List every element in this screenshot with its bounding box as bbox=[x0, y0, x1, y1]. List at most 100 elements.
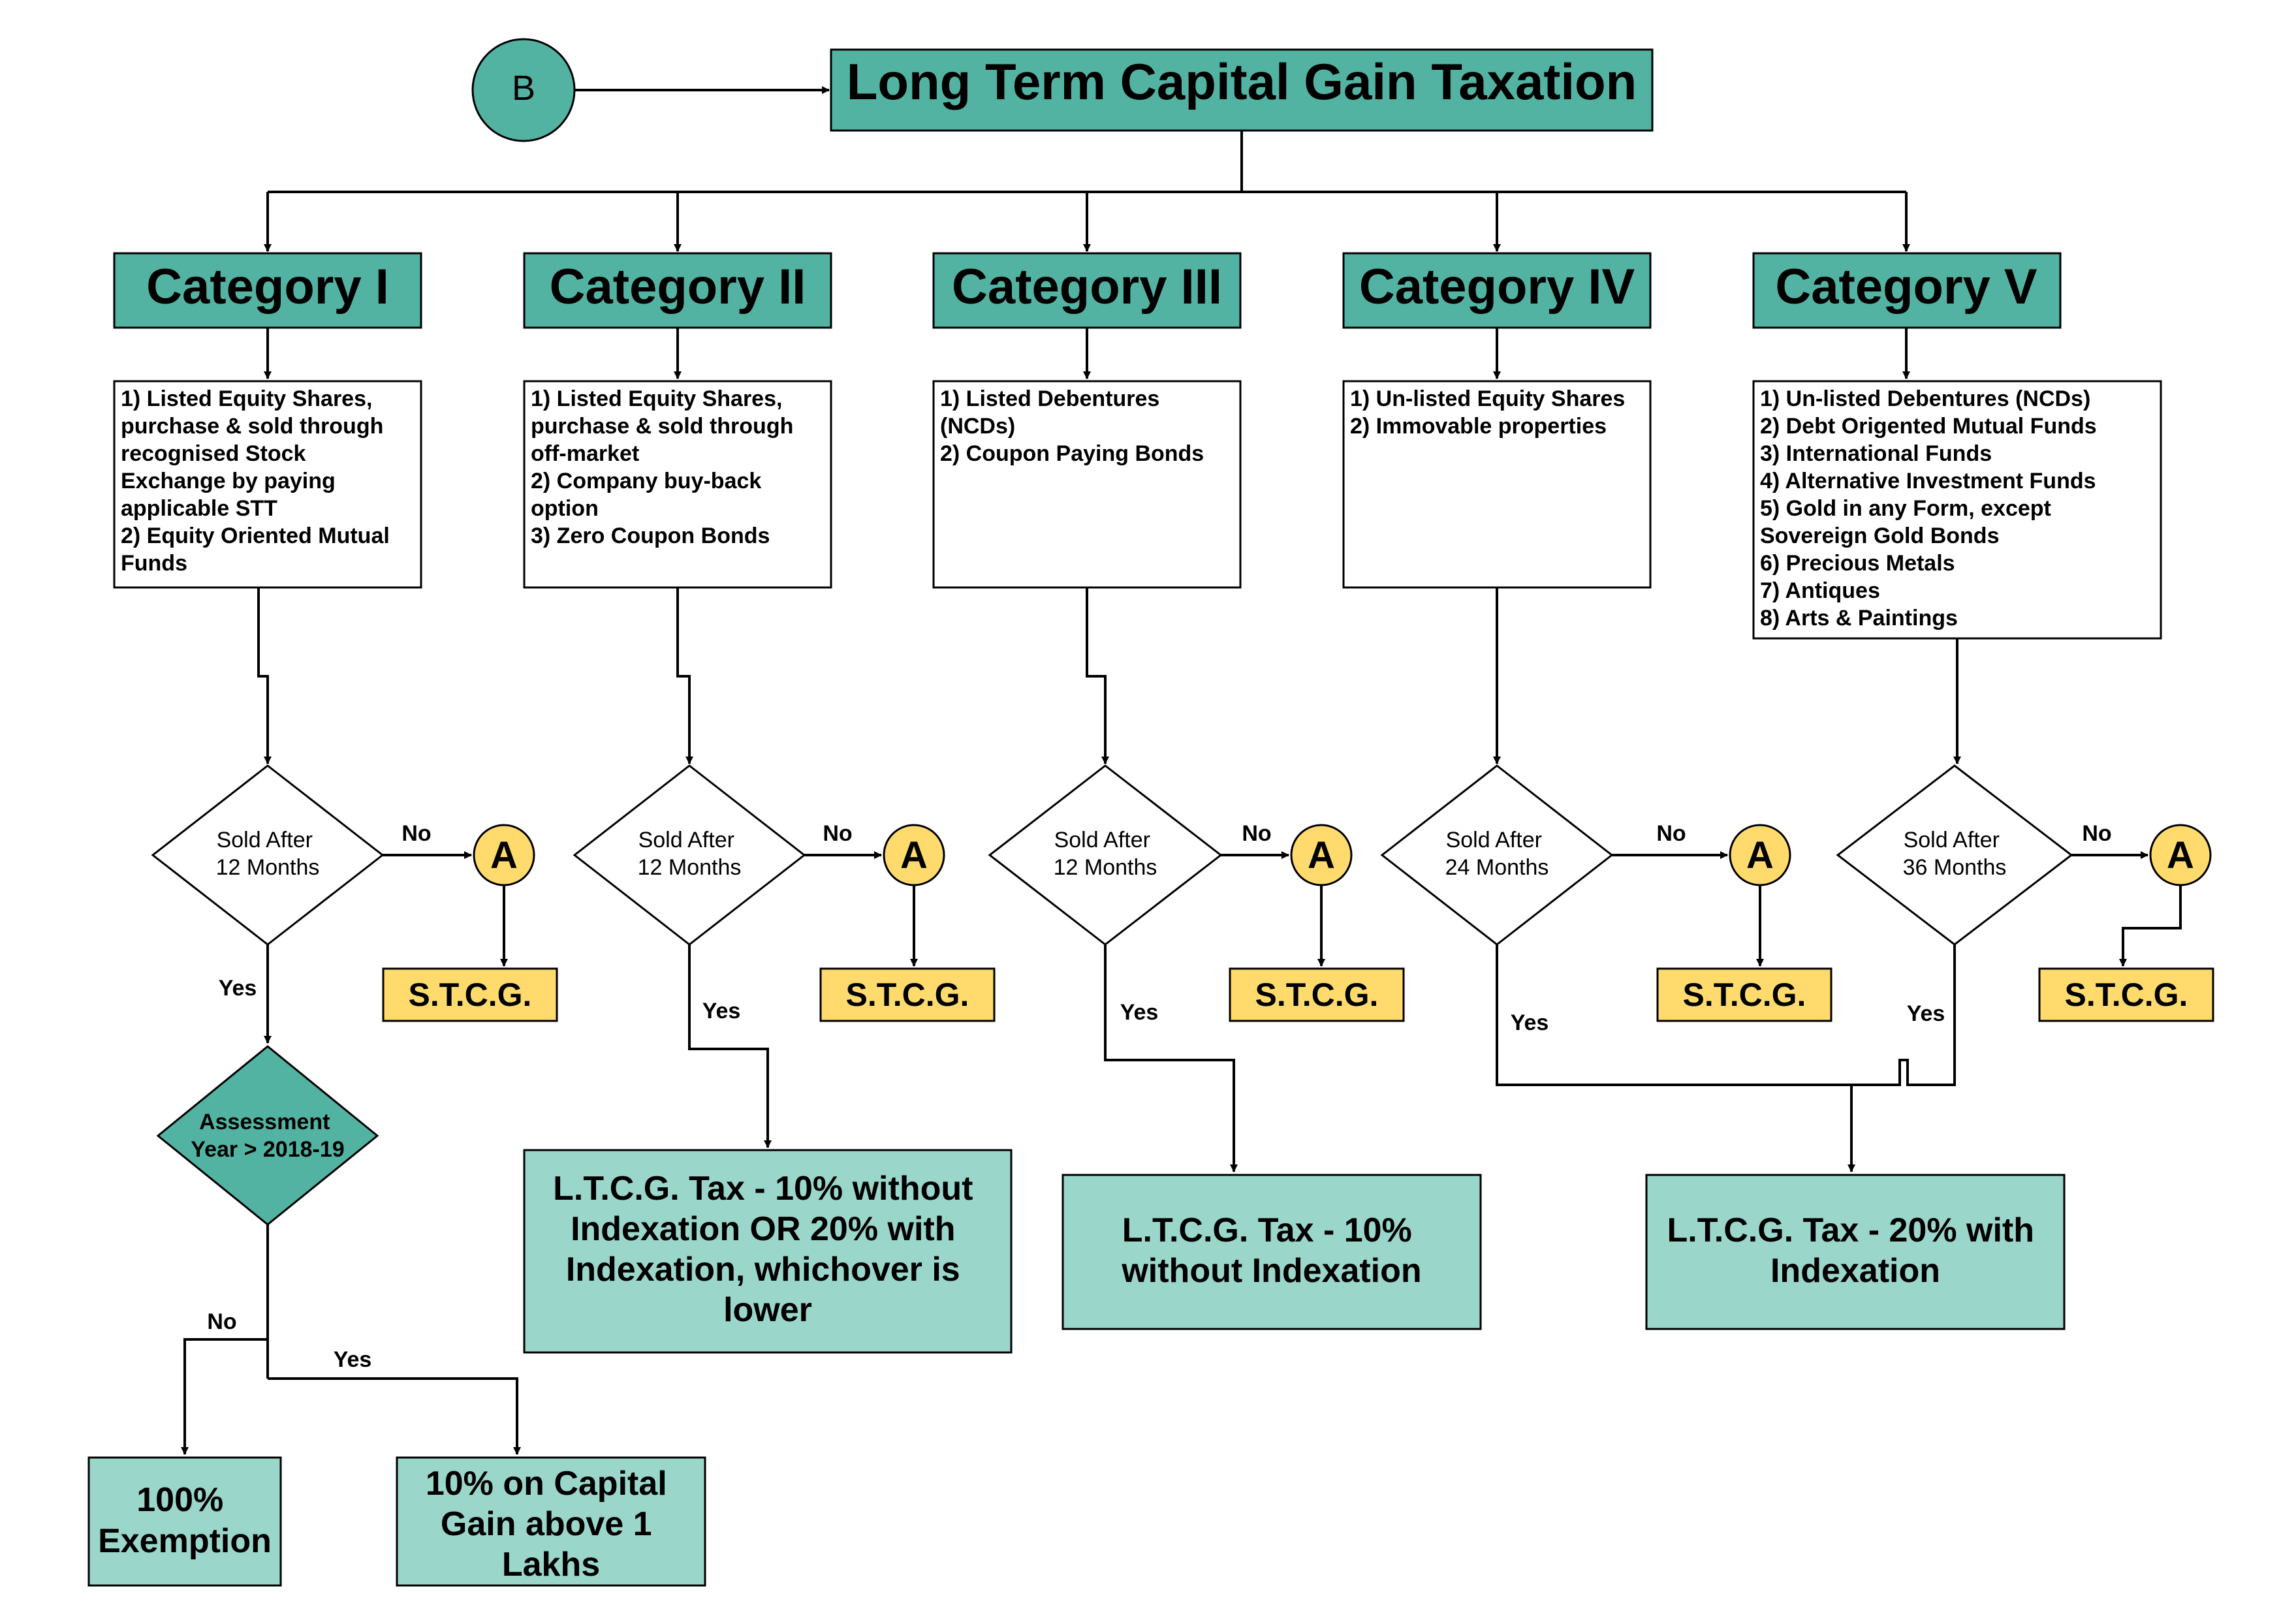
yes-label: Yes bbox=[1907, 1001, 1945, 1026]
svg-text:1) Listed Equity Shares,: 1) Listed Equity Shares, purchase & sold… bbox=[121, 386, 396, 576]
list-item: (NCDs) bbox=[940, 414, 1015, 439]
no-label: No bbox=[207, 1309, 236, 1334]
stcg-box-5: S.T.C.G. bbox=[2038, 967, 2214, 1022]
decision-label: 12 Months bbox=[1054, 855, 1157, 880]
outcome-line: Lakhs bbox=[502, 1546, 600, 1584]
category-1-header: Category I bbox=[113, 252, 422, 329]
decision-5: Sold After 36 Months bbox=[1836, 764, 2073, 946]
stcg-box-4: S.T.C.G. bbox=[1656, 967, 1832, 1022]
decision-label: Sold After bbox=[1054, 828, 1150, 852]
yes-label: Yes bbox=[334, 1347, 372, 1372]
decision-label: 24 Months bbox=[1445, 855, 1549, 880]
no-label: No bbox=[1242, 821, 1271, 846]
connector-a-label: A bbox=[900, 834, 928, 877]
list-item: off-market bbox=[531, 441, 639, 466]
connector-a-4: A bbox=[1729, 824, 1791, 886]
svg-text:L.T.C.G. Tax - 10% without: L.T.C.G. Tax - 10% without Indexation OR… bbox=[553, 1170, 983, 1329]
svg-text:1) Listed Equity Shares,: 1) Listed Equity Shares, purchase & sold… bbox=[531, 386, 800, 548]
connector-a-label: A bbox=[1746, 834, 1774, 877]
title-box: Long Term Capital Gain Taxation bbox=[830, 48, 1654, 132]
outcome-category-2: L.T.C.G. Tax - 10% without Indexation OR… bbox=[523, 1149, 1013, 1354]
svg-text:1) Un-listed Debentures (NCDs: 1) Un-listed Debentures (NCDs) 2) Debt O… bbox=[1760, 386, 2103, 631]
decision-2: Sold After 12 Months bbox=[573, 764, 806, 946]
list-item: 3) International Funds bbox=[1760, 441, 1992, 466]
decision-label: 36 Months bbox=[1903, 855, 2007, 880]
stcg-box-2: S.T.C.G. bbox=[819, 967, 996, 1022]
connector-a-2: A bbox=[883, 824, 945, 886]
svg-text:100% Exemption: 100% Exemption bbox=[98, 1481, 272, 1560]
svg-text:1) Listed Debentures (N: 1) Listed Debentures (NCDs) 2) Coupon Pa… bbox=[940, 386, 1204, 466]
connector-a-label: A bbox=[1308, 834, 1335, 877]
list-item: Exchange by paying bbox=[121, 469, 336, 493]
svg-text:Sold After 12 Months: Sold After 12 Months bbox=[638, 828, 742, 880]
connector-a-label: A bbox=[490, 834, 518, 877]
list-item: 2) Immovable properties bbox=[1350, 414, 1607, 439]
connector-b: B bbox=[471, 38, 576, 142]
decision-3: Sold After 12 Months bbox=[988, 764, 1223, 946]
category-3-items: 1) Listed Debentures (NCDs) 2) Coupon Pa… bbox=[932, 380, 1242, 589]
outcome-line: Indexation bbox=[1770, 1252, 1940, 1290]
stcg-box-1: S.T.C.G. bbox=[382, 967, 558, 1022]
svg-text:L.T.C.G. Tax - 10% witho: L.T.C.G. Tax - 10% without Indexation bbox=[1121, 1211, 1421, 1290]
list-item: 2) Company buy-back bbox=[531, 469, 761, 493]
category-4-header: Category IV bbox=[1342, 252, 1652, 329]
list-item: option bbox=[531, 496, 599, 521]
svg-text:10% on Capital Gain abov: 10% on Capital Gain above 1 Lakhs bbox=[426, 1465, 676, 1584]
category-2-title: Category II bbox=[550, 259, 806, 315]
decision-label: Sold After bbox=[1904, 828, 2000, 852]
category-2-items: 1) Listed Equity Shares, purchase & sold… bbox=[523, 380, 832, 589]
category-5-header: Category V bbox=[1752, 252, 2062, 329]
list-item: 1) Listed Equity Shares, bbox=[121, 386, 372, 411]
category-1-items: 1) Listed Equity Shares, purchase & sold… bbox=[113, 380, 422, 589]
decision-label: 12 Months bbox=[216, 855, 320, 880]
decision-1: Sold After 12 Months bbox=[151, 764, 385, 946]
list-item: purchase & sold through bbox=[121, 414, 383, 439]
list-item: 6) Precious Metals bbox=[1760, 551, 1955, 576]
stcg-label: S.T.C.G. bbox=[846, 976, 969, 1013]
connector-a-5: A bbox=[2149, 824, 2212, 886]
assessment-decision: Assessment Year > 2018-19 bbox=[156, 1045, 379, 1226]
category-3-title: Category III bbox=[952, 259, 1222, 315]
decision-4: Sold After 24 Months bbox=[1380, 764, 1614, 946]
outcome-category-3: L.T.C.G. Tax - 10% without Indexation bbox=[1062, 1174, 1482, 1330]
svg-text:L.T.C.G. Tax - 20% with: L.T.C.G. Tax - 20% with Indexation bbox=[1667, 1211, 2044, 1290]
decision-label: 12 Months bbox=[638, 855, 742, 880]
list-item: purchase & sold through bbox=[531, 414, 793, 439]
connector-lines bbox=[181, 86, 2182, 1455]
outcome-line: L.T.C.G. Tax - 10% without bbox=[553, 1170, 973, 1208]
list-item: Funds bbox=[121, 551, 187, 576]
page-title: Long Term Capital Gain Taxation bbox=[847, 53, 1637, 110]
outcome-line: Exemption bbox=[98, 1522, 272, 1560]
list-item: 3) Zero Coupon Bonds bbox=[531, 523, 770, 548]
outcome-line: 10% on Capital bbox=[426, 1465, 667, 1503]
decision-label: Sold After bbox=[217, 828, 313, 852]
no-label: No bbox=[401, 821, 431, 846]
svg-text:Sold After 36 Months: Sold After 36 Months bbox=[1903, 828, 2007, 880]
outcome-line: Gain above 1 bbox=[441, 1505, 652, 1543]
outcome-line: Indexation, whichover is bbox=[566, 1251, 960, 1288]
no-label: No bbox=[2082, 821, 2111, 846]
assessment-label: Year > 2018-19 bbox=[191, 1137, 344, 1162]
list-item: Sovereign Gold Bonds bbox=[1760, 523, 1999, 548]
svg-text:Sold After 24 Months: Sold After 24 Months bbox=[1445, 828, 1549, 880]
outcome-line: 100% bbox=[136, 1481, 223, 1519]
decision-label: Sold After bbox=[638, 828, 734, 852]
list-item: 1) Un-listed Equity Shares bbox=[1350, 386, 1625, 411]
category-1-title: Category I bbox=[146, 259, 389, 315]
category-4-items: 1) Un-listed Equity Shares 2) Immovable … bbox=[1342, 380, 1652, 589]
assessment-label: Assessment bbox=[199, 1110, 330, 1134]
outcome-exemption: 100% Exemption bbox=[87, 1456, 282, 1587]
yes-no-labels: No No No No No Yes Yes Yes Yes Yes No Ye… bbox=[207, 821, 2111, 1372]
svg-text:Assessment Year > 2018-1: Assessment Year > 2018-19 bbox=[191, 1110, 344, 1162]
category-4-title: Category IV bbox=[1359, 259, 1635, 315]
outcome-ten-percent-above-lakh: 10% on Capital Gain above 1 Lakhs bbox=[396, 1456, 706, 1587]
yes-label: Yes bbox=[219, 976, 257, 1001]
category-2-header: Category II bbox=[523, 252, 832, 329]
svg-text:1) Un-listed Equity Shares: 1) Un-listed Equity Shares 2) Immovable … bbox=[1350, 386, 1631, 439]
list-item: 1) Un-listed Debentures (NCDs) bbox=[1760, 386, 2090, 411]
connector-a-3: A bbox=[1290, 824, 1353, 886]
category-3-header: Category III bbox=[932, 252, 1242, 329]
yes-label: Yes bbox=[1120, 1000, 1159, 1025]
yes-label: Yes bbox=[1511, 1010, 1549, 1035]
